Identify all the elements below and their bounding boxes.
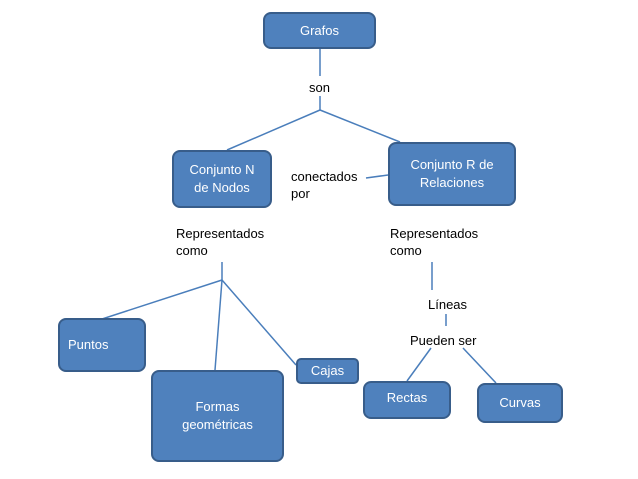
connector-hub-conjunto-r [319,109,401,143]
label-conectados-por: conectados por [291,169,358,201]
label-representados-left: Representados como [176,226,265,258]
label-representados-right: Representados como [390,226,479,258]
label-lineas: Líneas [428,297,468,312]
node-conjunto-n[interactable]: Conjunto N de Nodos [172,150,272,208]
node-cajas[interactable]: Cajas [296,358,359,384]
node-curvas[interactable]: Curvas [477,383,563,423]
label-son: son [309,80,330,95]
node-formas-geometricas[interactable]: Formas geométricas [151,370,284,462]
node-conjunto-r[interactable]: Conjunto R de Relaciones [388,142,516,206]
connector-conjunto-r-conectados [365,174,389,179]
connector-pueden-curvas [462,347,497,384]
connector-hub-cajas [221,279,297,366]
connector-hub-puntos [98,279,223,321]
node-rectas[interactable]: Rectas [363,381,451,419]
node-puntos[interactable]: Puntos [58,318,146,372]
connector-hub-conjunto-n [226,109,321,151]
node-grafos[interactable]: Grafos [263,12,376,49]
connector-pueden-rectas [406,347,432,382]
connector-hub-formas [214,279,223,371]
label-pueden-ser: Pueden ser [410,333,477,348]
